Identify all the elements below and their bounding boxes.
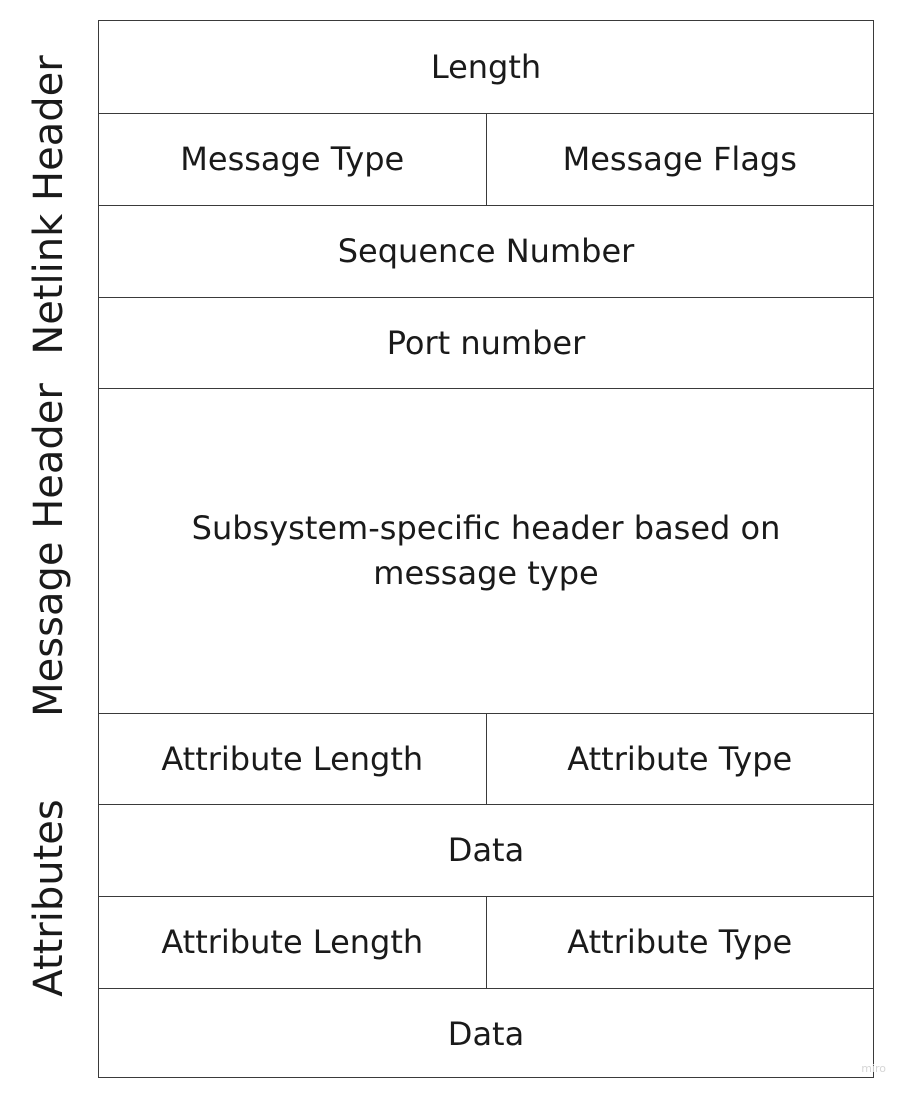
cell-attribute-1-data: Data xyxy=(447,831,525,870)
netlink-message-diagram: Length Message Type Message Flags Sequen… xyxy=(98,20,874,1078)
row-length: Length xyxy=(99,21,873,113)
row-message-type-flags: Message Type Message Flags xyxy=(99,113,873,205)
cell-port-number: Port number xyxy=(386,323,586,362)
row-attribute-2-data: Data xyxy=(99,988,873,1079)
cell-message-flags: Message Flags xyxy=(485,114,874,205)
row-attribute-2-header: Attribute Length Attribute Type xyxy=(99,896,873,988)
cell-attribute-1-length: Attribute Length xyxy=(161,739,424,778)
row-subsystem-header: Subsystem-specific header based on messa… xyxy=(99,388,873,713)
row-attribute-1-data: Data xyxy=(99,804,873,896)
cell-attribute-2-data: Data xyxy=(447,1014,525,1053)
row-attribute-1-header: Attribute Length Attribute Type xyxy=(99,713,873,804)
cell-subsystem-header: Subsystem-specific header based on messa… xyxy=(191,509,781,592)
row-sequence-number: Sequence Number xyxy=(99,205,873,297)
section-label-attributes: Attributes xyxy=(26,799,72,997)
cell-sequence-number: Sequence Number xyxy=(337,232,635,271)
cell-message-type: Message Type xyxy=(180,140,405,179)
miro-watermark: miro xyxy=(861,1062,886,1075)
cell-attribute-2-type: Attribute Type xyxy=(485,897,874,988)
section-label-message-header: Message Header xyxy=(26,383,72,717)
cell-attribute-2-length: Attribute Length xyxy=(161,923,424,962)
row-port-number: Port number xyxy=(99,297,873,388)
section-label-netlink-header: Netlink Header xyxy=(26,55,72,355)
cell-attribute-1-type: Attribute Type xyxy=(485,714,874,804)
cell-length: Length xyxy=(430,47,542,86)
